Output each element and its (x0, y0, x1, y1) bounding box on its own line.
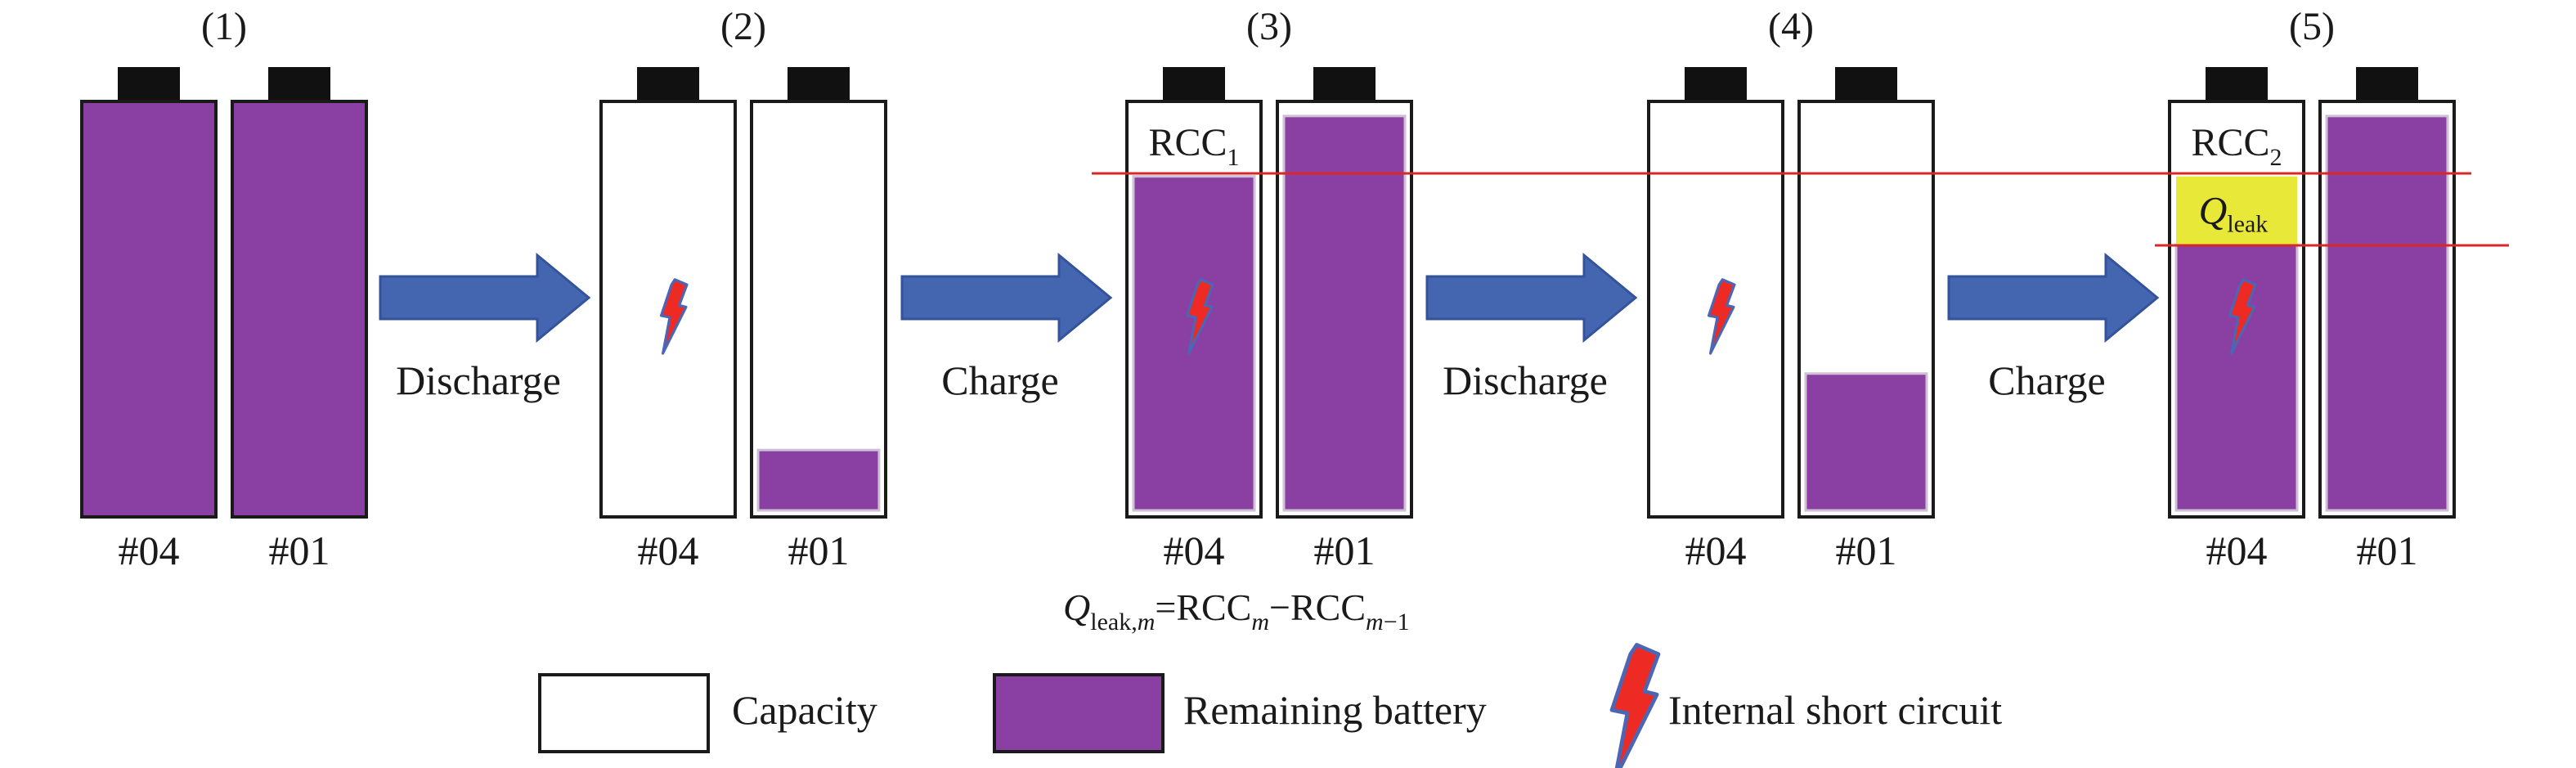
battery-terminal (1685, 67, 1747, 101)
formula-sub-m2: m (1366, 609, 1384, 636)
battery-remaining-fill (2174, 243, 2299, 512)
formula-equals-rcc: =RCC (1155, 586, 1251, 628)
battery-01: #01 (2318, 67, 2456, 573)
arrow-label: Discharge (1443, 357, 1608, 403)
short-circuit-bolt-icon (1707, 278, 1736, 355)
battery-04: #04 (1647, 67, 1784, 573)
battery-label: #01 (269, 528, 330, 573)
stage-number: (4) (1768, 5, 1814, 48)
battery-label: #04 (2206, 528, 2268, 573)
stage-5: (5) Qleak RCC2 #04 #01 (2168, 5, 2456, 573)
process-arrow-3: Discharge (1425, 252, 1638, 403)
arrow-label: Charge (941, 357, 1058, 403)
battery-04: RCC1 #04 (1125, 67, 1263, 573)
battery-remaining-fill (1282, 115, 1407, 512)
rcc-label: RCC1 (1148, 121, 1239, 171)
battery-label: #04 (1685, 528, 1747, 573)
rcc-label: RCC2 (2191, 121, 2282, 171)
battery-remaining-fill (231, 100, 368, 519)
legend-remaining-label: Remaining battery (1183, 687, 1487, 733)
stage-number: (3) (1246, 5, 1292, 48)
battery-04: #04 (80, 67, 218, 573)
right-arrow-icon (379, 252, 591, 344)
battery-capacity-outline (750, 100, 887, 519)
battery-label: #01 (1836, 528, 1897, 573)
battery-01: #01 (1797, 67, 1935, 573)
right-arrow-icon (1947, 252, 2160, 344)
arrow-label: Discharge (396, 357, 561, 403)
formula-sub-m: m (1251, 609, 1269, 636)
battery-01: #01 (231, 67, 368, 573)
leak-highlight (2176, 176, 2297, 245)
battery-remaining-fill (80, 100, 218, 519)
formula-q: Q (1063, 586, 1090, 628)
battery-terminal (118, 67, 180, 101)
battery-label: #04 (119, 528, 180, 573)
battery-terminal (2356, 67, 2418, 101)
battery-terminal (1313, 67, 1376, 101)
stage-number: (1) (201, 5, 247, 48)
battery-label: #04 (638, 528, 699, 573)
battery-terminal (788, 67, 850, 101)
reference-lines-layer (1092, 172, 2509, 247)
legend-capacity-label: Capacity (732, 687, 877, 733)
short-circuit-bolt-icon (1185, 278, 1214, 355)
stages-layer: (1) #04 #01 (2) #04 #01 (3) RCC1 #04 #01 (4) #04 #01… (80, 5, 2456, 573)
right-arrow-icon (1425, 252, 1638, 344)
battery-terminal (637, 67, 699, 101)
battery-label: #01 (2357, 528, 2418, 573)
process-arrow-1: Discharge (379, 252, 591, 403)
stage-1: (1) #04 #01 (80, 5, 368, 573)
legend-short-circuit-bolt-icon (1609, 643, 1661, 768)
battery-label: #04 (1164, 528, 1225, 573)
process-arrow-4: Charge (1947, 252, 2160, 403)
leak-label: Qleak (2199, 189, 2269, 237)
battery-label: #01 (788, 528, 850, 573)
battery-01: #01 (750, 67, 887, 573)
right-arrow-icon (900, 252, 1113, 344)
battery-04: Qleak RCC2 #04 (2168, 67, 2305, 573)
battery-terminal (2206, 67, 2268, 101)
leak-formula: Qleak,m=RCCm−RCCm−1 (1063, 586, 1410, 636)
battery-terminal (1163, 67, 1225, 101)
stage-number: (5) (2289, 5, 2335, 48)
short-circuit-bolt-icon (659, 278, 689, 355)
battery-terminal (268, 67, 330, 101)
stage-3: (3) RCC1 #04 #01 (1125, 5, 1413, 573)
battery-terminal (1835, 67, 1897, 101)
legend-short-label: Internal short circuit (1668, 687, 2002, 733)
legend-remaining-swatch (993, 673, 1165, 753)
stage-number: (2) (720, 5, 766, 48)
battery-01: #01 (1276, 67, 1413, 573)
battery-remaining-fill (2325, 115, 2449, 512)
battery-label: #01 (1314, 528, 1376, 573)
battery-04: #04 (599, 67, 737, 573)
formula-minus-rcc: −RCC (1269, 586, 1366, 628)
formula-sub-m2-rest: −1 (1384, 609, 1410, 636)
formula-q-sub-m: m (1138, 609, 1156, 636)
legend: Capacity Remaining battery Internal shor… (538, 643, 2002, 768)
short-circuit-bolt-icon (2228, 278, 2257, 355)
legend-capacity-swatch (538, 673, 710, 753)
battery-remaining-fill (756, 448, 881, 512)
formula-q-sub: leak, (1090, 609, 1137, 636)
stage-4: (4) #04 #01 (1647, 5, 1935, 573)
process-arrow-2: Charge (900, 252, 1113, 403)
arrow-label: Charge (1988, 357, 2105, 403)
stage-2: (2) #04 #01 (599, 5, 887, 573)
arrows-layer: Discharge Charge Discharge Charge (379, 252, 2160, 403)
battery-remaining-fill (1804, 372, 1928, 512)
